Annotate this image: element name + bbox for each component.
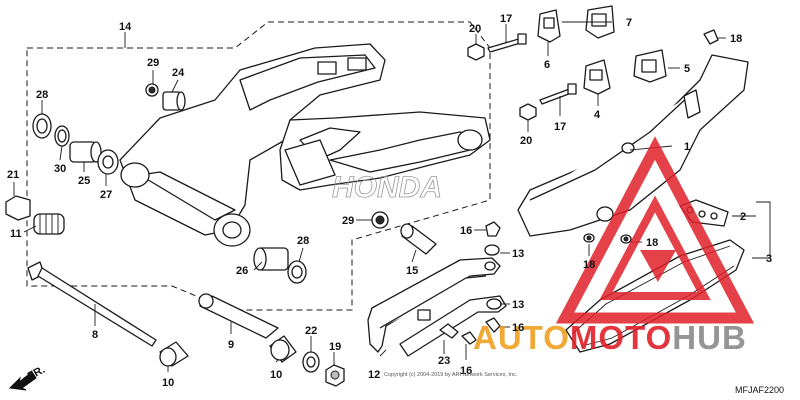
bolt-17-mid [539, 83, 577, 105]
nut-20-top [467, 43, 485, 61]
callout-28-lower: 28 [297, 235, 309, 247]
pivot-collar-30 [54, 125, 70, 147]
collar-15 [400, 223, 437, 255]
clip-5 [633, 49, 667, 83]
callout-17-top: 17 [500, 13, 512, 25]
callout-20-top: 20 [469, 23, 481, 35]
bolt-16-right [485, 317, 501, 333]
washer-22 [302, 351, 320, 373]
callout-13-mid: 13 [512, 299, 524, 311]
bearing-26 [253, 247, 289, 271]
callout-23: 23 [438, 355, 450, 367]
callout-28: 28 [36, 89, 48, 101]
front-direction-label: FR. [26, 364, 47, 383]
callout-16-top: 16 [460, 225, 472, 237]
bearing-24 [162, 91, 186, 111]
callout-22: 22 [305, 325, 317, 337]
callout-10-right: 10 [270, 369, 282, 381]
washer-29-top [145, 83, 159, 97]
needle-bearing-25 [69, 141, 102, 163]
chain-case-1 [517, 54, 749, 237]
washer-13-top [484, 244, 500, 256]
callout-1: 1 [684, 141, 690, 153]
callout-24: 24 [172, 67, 185, 79]
callout-19: 19 [329, 341, 341, 353]
callout-16-right: 16 [512, 322, 524, 334]
pivot-bolt-8 [27, 261, 157, 347]
watermark-auto: AUTO [473, 319, 570, 356]
callout-30: 30 [54, 163, 66, 175]
pivot-seal-28 [32, 113, 52, 139]
callout-27: 27 [100, 189, 112, 201]
front-direction-arrow [8, 371, 37, 391]
callout-16-bottom: 16 [460, 365, 472, 377]
nut-19 [325, 364, 345, 387]
callout-9: 9 [228, 339, 234, 351]
swingarm-assembly-boundary [26, 21, 491, 311]
callout-3: 3 [766, 253, 772, 265]
callout-29-lower: 29 [342, 215, 354, 227]
washer-13-mid [486, 298, 502, 310]
callout-6: 6 [544, 59, 550, 71]
callout-17-mid: 17 [554, 121, 566, 133]
collar-10-left [159, 341, 189, 367]
callout-2: 2 [740, 211, 746, 223]
watermark-hub: HUB [672, 319, 747, 356]
callout-15: 15 [406, 265, 418, 277]
callout-14: 14 [119, 21, 132, 33]
callout-20-mid: 20 [520, 135, 532, 147]
pivot-nut-21 [5, 195, 31, 221]
callout-26: 26 [236, 265, 248, 277]
callout-18-case-left: 18 [583, 259, 595, 271]
collar-9 [198, 293, 279, 339]
fasteners-18-case [583, 233, 632, 244]
watermark-moto: MOTO [570, 319, 672, 356]
clip-6 [537, 9, 561, 43]
threaded-collar-11 [33, 213, 65, 235]
clip-4 [583, 59, 611, 95]
copyright-notice: Copyright (c) 2004-2019 by ARI Network S… [384, 372, 518, 378]
chain-slider-12 [367, 257, 507, 357]
callout-10-left: 10 [162, 377, 174, 389]
bearing-27 [97, 149, 119, 175]
diagram-code: MFJAF2200 [735, 385, 784, 395]
seal-28-lower [287, 260, 307, 284]
callout-4: 4 [594, 109, 601, 121]
callout-11: 11 [10, 228, 22, 240]
collar-10-right [269, 335, 297, 363]
bolt-23 [439, 323, 459, 339]
watermark-text: AUTOMOTOHUB [473, 319, 747, 356]
bolt-16-top [485, 221, 501, 237]
callout-29: 29 [147, 57, 159, 69]
swingarm-brand-ghost: HONDA [332, 171, 442, 204]
callout-numbers: 14 29 24 28 30 25 27 21 11 8 26 28 9 10 … [7, 13, 772, 389]
callout-18-case-right: 18 [646, 237, 658, 249]
callout-21: 21 [7, 169, 19, 181]
callout-12: 12 [368, 369, 380, 381]
watermark-logo [555, 136, 755, 324]
bolt-17-top [487, 33, 527, 53]
nut-20-mid [519, 103, 537, 121]
swingarm-body [119, 43, 491, 247]
screw-18-top [703, 29, 719, 45]
callout-5: 5 [684, 63, 690, 75]
callout-8: 8 [92, 329, 98, 341]
washer-29-lower [371, 211, 389, 229]
callout-25: 25 [78, 175, 90, 187]
callout-13-top: 13 [512, 248, 524, 260]
callout-7: 7 [626, 17, 632, 29]
callout-18-top: 18 [730, 33, 742, 45]
bolt-16-bottom [461, 331, 477, 345]
